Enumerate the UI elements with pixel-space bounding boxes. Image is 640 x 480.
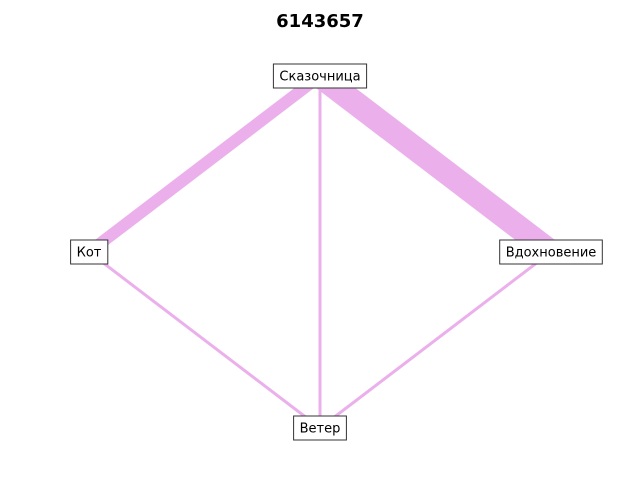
node-label: Кот bbox=[77, 246, 102, 261]
node-veter: Ветер bbox=[293, 415, 347, 441]
edge-skazochnitsa-vdokhnovenie bbox=[312, 66, 559, 262]
edge-kot-veter bbox=[88, 250, 321, 430]
node-label: Вдохновение bbox=[506, 246, 597, 261]
node-label: Сказочница bbox=[279, 70, 360, 85]
node-box bbox=[499, 239, 603, 265]
diagram-title: 6143657 bbox=[276, 11, 364, 32]
edges-layer bbox=[85, 66, 559, 430]
node-label: Ветер bbox=[300, 422, 341, 437]
node-box bbox=[293, 415, 347, 441]
edge-vdokhnovenie-veter bbox=[319, 250, 552, 430]
node-box bbox=[70, 239, 109, 265]
node-kot: Кот bbox=[70, 239, 109, 265]
node-vdokhnovenie: Вдохновение bbox=[499, 239, 603, 265]
edge-skazochnitsa-kot bbox=[85, 71, 324, 257]
node-box bbox=[272, 63, 368, 89]
node-skazochnitsa: Сказочница bbox=[272, 63, 368, 89]
